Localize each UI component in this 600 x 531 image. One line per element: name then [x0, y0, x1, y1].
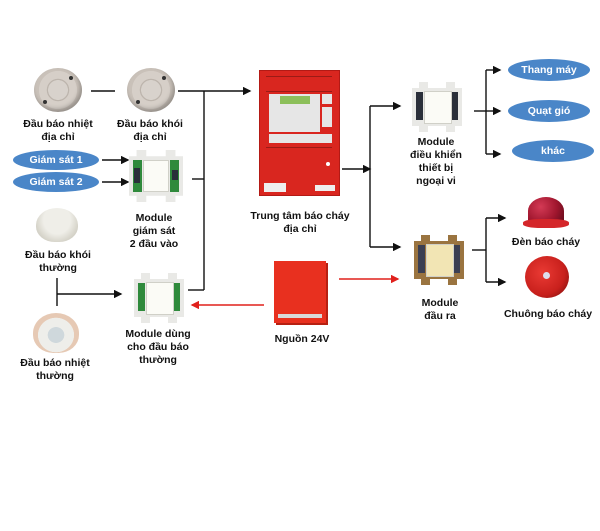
monitor-module-icon: [129, 150, 183, 202]
control-panel-label: Trung tâm báo cháy địa chỉ: [250, 210, 350, 235]
output-module-label: Module đầu ra: [421, 297, 459, 322]
heat-detector-addr-label: Đầu báo nhiệt địa chỉ: [23, 118, 93, 143]
fire-bell-icon: [525, 256, 569, 298]
power-supply-label: Nguồn 24V: [274, 333, 330, 345]
strobe-light-icon: [523, 195, 569, 229]
control-module-icon: [412, 82, 462, 132]
strobe-label: Đèn báo cháy: [511, 236, 581, 248]
monitor-module-label: Module giám sát 2 đầu vào: [129, 212, 179, 250]
output-module-icon: [414, 235, 464, 285]
fire-alarm-panel-icon: [259, 70, 340, 196]
smoke-detector-addr-label: Đầu báo khói địa chỉ: [117, 118, 183, 143]
heat-detector-addr-icon: [34, 68, 82, 112]
conv-module-label: Module dùng cho đầu báo thường: [125, 328, 191, 366]
heat-detector-conv-label: Đầu báo nhiệt thường: [20, 357, 90, 382]
bell-label: Chuông báo cháy: [503, 308, 593, 320]
power-supply-icon: [274, 261, 326, 323]
conv-module-icon: [134, 273, 184, 323]
elevator-pill: Thang máy: [508, 59, 590, 81]
heat-detector-conv-icon: [33, 313, 79, 353]
other-pill: khác: [512, 140, 594, 162]
smoke-detector-addr-icon: [127, 68, 175, 112]
smoke-detector-conv-icon: [36, 208, 78, 242]
monitor-1-pill: Giám sát 1: [13, 150, 99, 170]
smoke-detector-conv-label: Đầu báo khói thường: [25, 249, 91, 274]
fan-pill: Quạt gió: [508, 100, 590, 122]
monitor-2-pill: Giám sát 2: [13, 172, 99, 192]
control-module-label: Module điều khiển thiết bị ngoại vi: [410, 136, 462, 187]
